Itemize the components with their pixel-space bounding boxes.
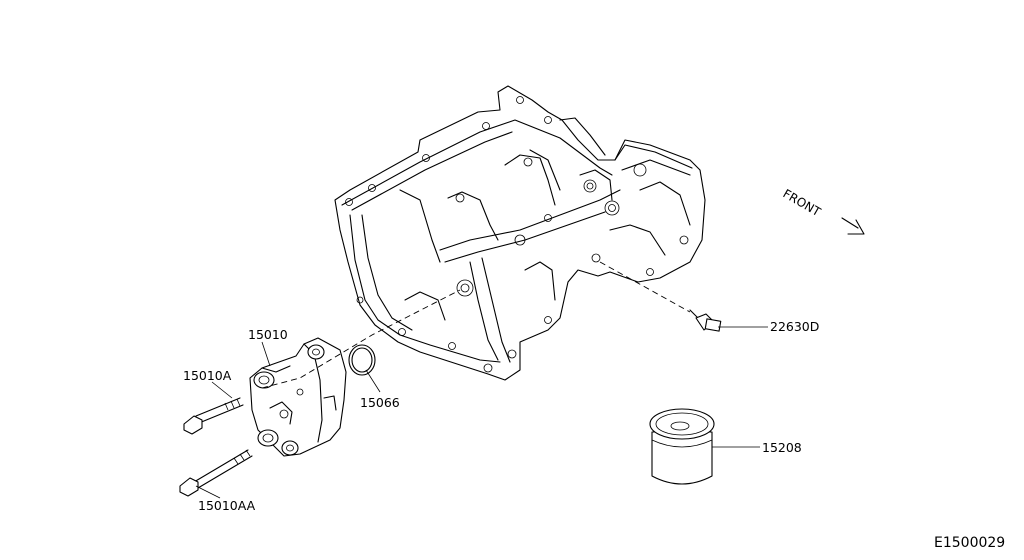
part-label-15208: 15208 [762,440,802,455]
bolt-short [183,397,244,435]
leader-lines [195,326,768,499]
bolt-long [179,449,253,497]
oil-pump-assembly [249,337,347,457]
oil-pressure-sensor [689,309,722,332]
part-label-15010A: 15010A [183,368,232,383]
o-ring [348,344,376,376]
oil-pan-housing [334,85,706,381]
front-label: FRONT [781,186,824,219]
part-label-15010AA: 15010AA [198,498,256,513]
oil-filter [649,408,715,485]
front-direction-indicator: FRONT [781,186,865,235]
part-label-15066: 15066 [360,395,400,410]
assembly-lines [261,261,691,389]
part-label-15010: 15010 [248,327,288,342]
figure-code: E1500029 [934,535,1005,551]
part-label-22630D: 22630D [770,319,819,334]
